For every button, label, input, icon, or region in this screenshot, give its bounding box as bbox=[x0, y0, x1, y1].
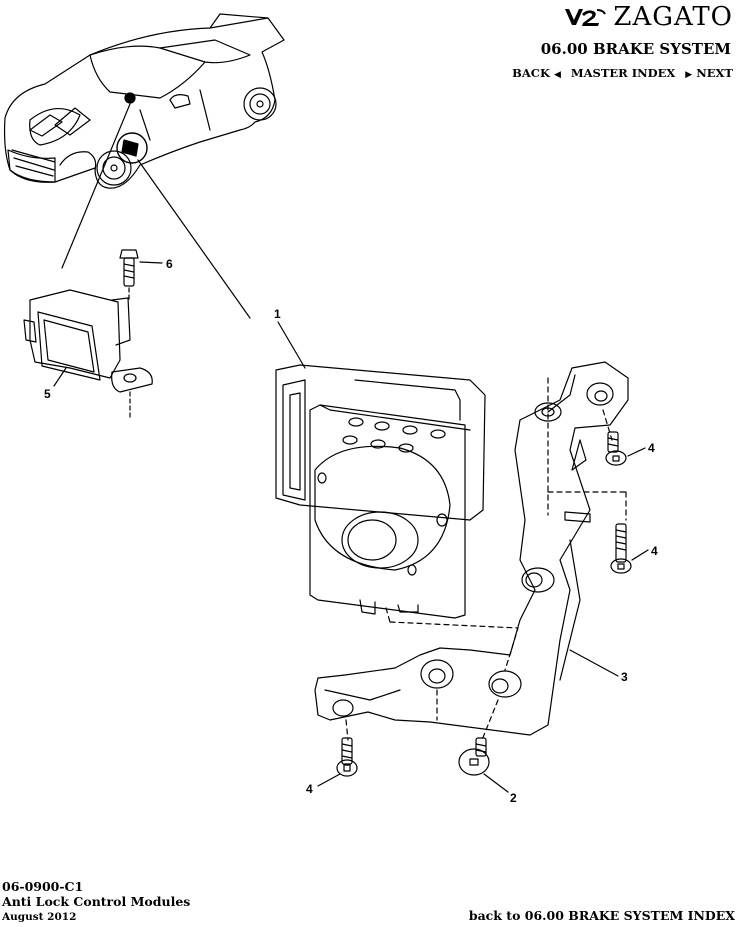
next-link[interactable]: ▶ NEXT bbox=[685, 66, 733, 80]
assembly-lines bbox=[345, 377, 627, 741]
callout-2: 2 bbox=[510, 791, 517, 805]
back-to-index-link[interactable]: back to 06.00 BRAKE SYSTEM INDEX bbox=[468, 908, 735, 923]
bolt-4b bbox=[610, 523, 632, 574]
leader-line bbox=[53, 367, 67, 387]
leader-line bbox=[61, 103, 131, 269]
callout-1: 1 bbox=[274, 307, 281, 321]
callout-6: 6 bbox=[166, 257, 173, 271]
nav-bar: BACK ◀ MASTER INDEX ▶ NEXT bbox=[512, 66, 733, 80]
leader-line bbox=[137, 159, 251, 319]
callout-5: 5 bbox=[44, 387, 51, 401]
yaw-sensor-5 bbox=[23, 289, 153, 421]
next-arrow-icon: ▶ bbox=[685, 70, 693, 80]
page-date: August 2012 bbox=[2, 911, 77, 923]
leader-line bbox=[139, 261, 163, 264]
bolt-6 bbox=[119, 249, 139, 301]
leader-line bbox=[631, 549, 649, 561]
master-index-link[interactable]: MASTER INDEX bbox=[570, 66, 676, 80]
brand-name: ZAGATO bbox=[613, 2, 733, 32]
page-code: 06-0900-C1 bbox=[2, 879, 84, 894]
callout-4c: 4 bbox=[306, 782, 313, 796]
back-link[interactable]: BACK ◀ bbox=[512, 66, 561, 80]
leader-line bbox=[317, 773, 341, 787]
leader-line bbox=[483, 773, 509, 793]
bolt-4c bbox=[336, 737, 358, 777]
brand-logo: ZAGATO bbox=[563, 4, 733, 30]
abs-module-1 bbox=[275, 364, 486, 619]
section-title: 06.00 BRAKE SYSTEM bbox=[540, 40, 731, 58]
bolt-2 bbox=[458, 737, 490, 776]
callout-4a: 4 bbox=[648, 441, 655, 455]
back-arrow-icon: ◀ bbox=[553, 70, 561, 80]
v12-logo-icon bbox=[565, 9, 607, 26]
car-illustration bbox=[3, 13, 285, 189]
bolt-4a bbox=[605, 431, 627, 466]
page-title: Anti Lock Control Modules bbox=[2, 894, 191, 909]
bracket-3 bbox=[314, 361, 629, 736]
leader-line bbox=[627, 447, 646, 457]
callout-4b: 4 bbox=[651, 544, 658, 558]
callout-3: 3 bbox=[621, 670, 628, 684]
leader-line bbox=[569, 649, 619, 677]
footer-info: 06-0900-C1 Anti Lock Control Modules Aug… bbox=[2, 879, 190, 923]
exploded-diagram: 1 2 3 4 4 4 5 6 bbox=[3, 13, 658, 805]
leader-line bbox=[277, 321, 306, 369]
